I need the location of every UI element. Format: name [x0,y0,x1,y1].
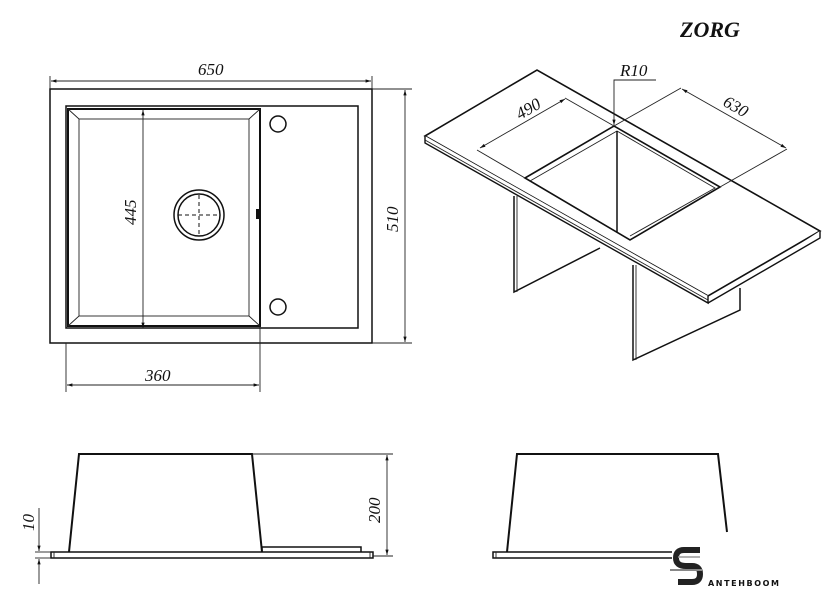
bowl-outer [67,108,261,327]
dim-width-650: 650 [198,60,224,79]
dim-height-200: 200 [365,497,384,523]
dim-cutout-630: 630 [720,92,752,121]
outer-rim [49,88,373,344]
iso-view: R10 490 630 [423,61,822,362]
side-view-profile [492,453,728,559]
side-view-front: 200 10 [19,453,393,584]
inner-panel [65,105,359,329]
drain-icon [173,189,225,241]
top-view: 650 510 445 360 [49,60,412,392]
dim-radius-r10: R10 [619,61,648,80]
brand-logo: ANTEHBOOM [670,543,781,589]
dim-rim-10: 10 [19,514,38,532]
dim-bowl-depth-445: 445 [121,200,140,226]
brand-s-icon [672,547,704,585]
bowl-inner [78,118,250,317]
tap-hole-bottom [269,298,287,316]
model-title: ZORG [679,17,740,42]
brand-name: ANTEHBOOM [708,579,781,588]
tap-hole-top [269,115,287,133]
dim-bowl-width-360: 360 [144,366,171,385]
dim-height-510: 510 [383,206,402,232]
